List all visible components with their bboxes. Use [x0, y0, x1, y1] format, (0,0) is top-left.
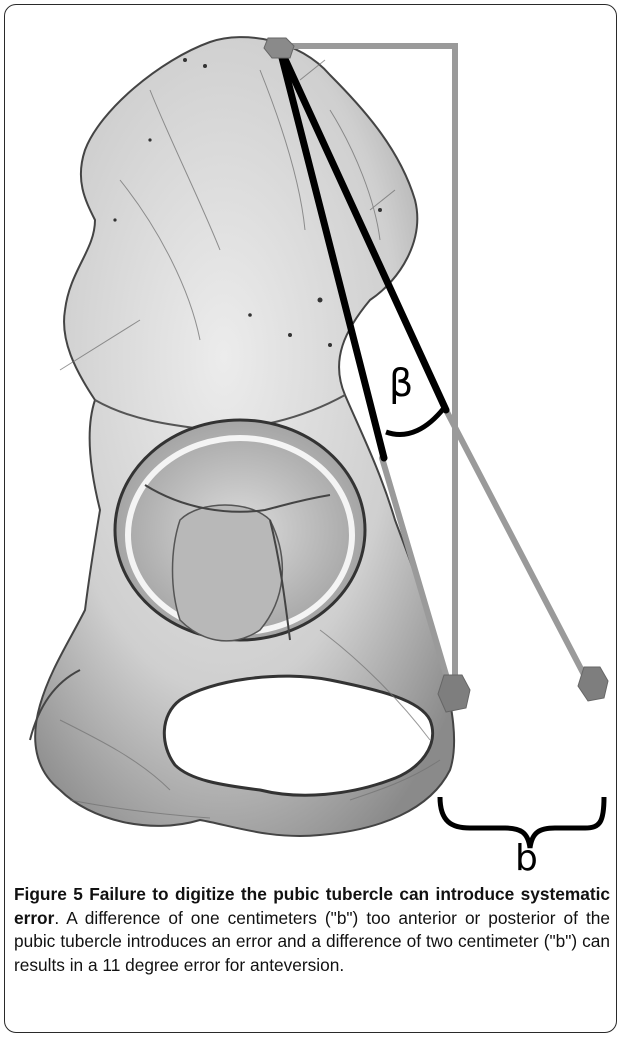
distance-label-b: b: [515, 838, 538, 879]
acetabular-fossa: [173, 505, 283, 641]
gray-line-to-offset-point: [446, 410, 592, 690]
caption-text: . A difference of one centimeters ("b") …: [14, 908, 610, 975]
obturator-foramen: [164, 676, 432, 795]
figure-caption: Figure 5 Failure to digitize the pubic t…: [14, 883, 610, 977]
offset-point-marker: [578, 667, 608, 701]
figure-illustration: β b: [0, 0, 623, 880]
angle-arc: [386, 408, 444, 435]
angle-label-beta: β: [389, 361, 413, 405]
